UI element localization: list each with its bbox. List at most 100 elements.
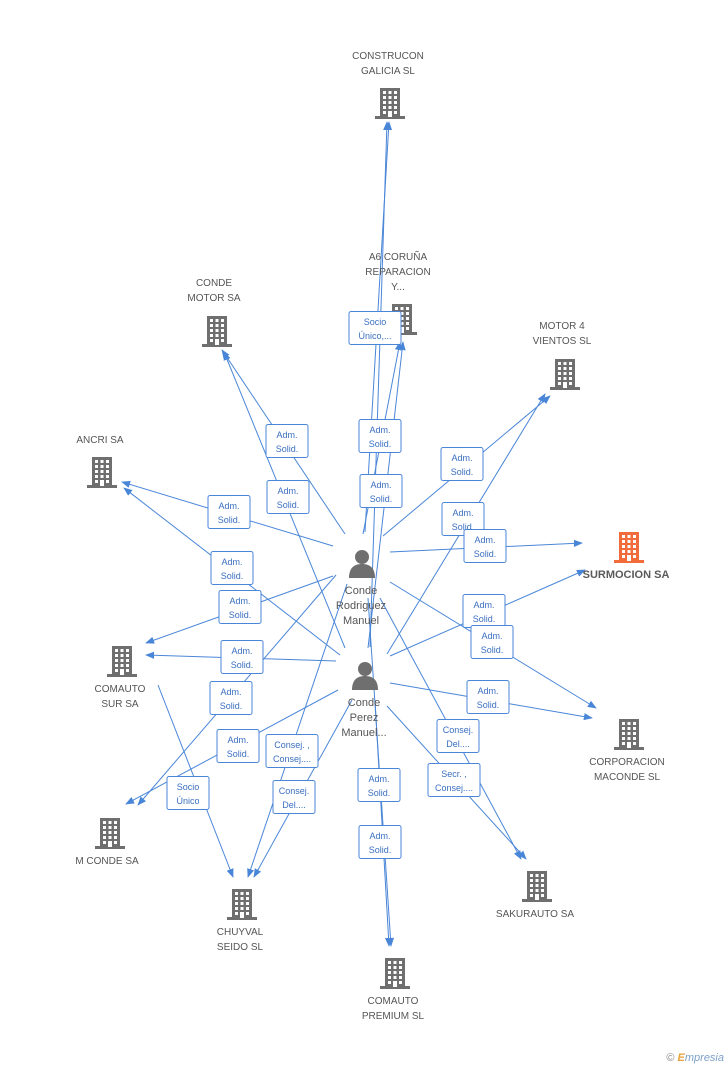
- edge-label-box: [348, 311, 402, 345]
- building-icon-surmocion[interactable]: [614, 532, 644, 563]
- edge-label-text: Solid.: [474, 549, 497, 559]
- brand-logo-first[interactable]: E: [677, 1052, 685, 1064]
- edge-label-text: Solid.: [231, 660, 254, 670]
- node-label-comautosur[interactable]: COMAUTO: [95, 684, 146, 695]
- node-label-perez[interactable]: Conde: [348, 697, 380, 709]
- edge-label-text: Adm.: [231, 646, 252, 656]
- node-label-comautopremium[interactable]: COMAUTO: [368, 996, 419, 1007]
- node-label-a6coruna[interactable]: A6 CORUÑA: [369, 250, 428, 263]
- node-label-mconde[interactable]: M CONDE SA: [75, 856, 139, 867]
- edge-label-text: Consej.: [279, 786, 310, 796]
- edge-label-text: Del....: [446, 739, 470, 749]
- node-label-construcon[interactable]: GALICIA SL: [361, 66, 415, 77]
- node-label-rodriguez[interactable]: Conde: [345, 585, 377, 597]
- edge-label-perez-to-chuyval[interactable]: Consej.Del....: [272, 780, 316, 814]
- edge-label-text: Consej....: [435, 783, 473, 793]
- edge-label-box: [210, 551, 254, 585]
- node-label-a6coruna[interactable]: Y...: [391, 282, 405, 293]
- building-icon-ancri[interactable]: [87, 457, 117, 488]
- edge-label-rodriguez-to-mconde[interactable]: Adm. Solid.: [209, 681, 253, 715]
- node-label-rodriguez[interactable]: Manuel: [343, 615, 379, 627]
- edge-label-perez-to-surmocion[interactable]: Adm.Solid.: [462, 594, 506, 628]
- edge-label-rodriguez-to-corporacion[interactable]: Adm.Solid.: [470, 625, 514, 659]
- node-label-perez[interactable]: Perez: [350, 712, 379, 724]
- edge-label-box: [463, 529, 507, 563]
- node-label-a6coruna[interactable]: REPARACION: [365, 267, 430, 278]
- person-icon-perez[interactable]: [352, 662, 378, 690]
- edge-label-text: Adm.: [218, 501, 239, 511]
- edge-label-box: [441, 502, 485, 536]
- edge-label-rodriguez-to-ancri[interactable]: Adm.Solid.: [207, 495, 251, 529]
- edge-label-perez-to-condemotor[interactable]: Adm.Solid.: [266, 480, 310, 514]
- edge-label-perez-to-corporacion[interactable]: Adm.Solid.: [466, 680, 510, 714]
- node-label-comautopremium[interactable]: PREMIUM SL: [362, 1011, 425, 1022]
- edge-label-box: [358, 419, 402, 453]
- edge-label-text: Solid.: [473, 614, 496, 624]
- building-icon-comautosur[interactable]: [107, 646, 137, 677]
- edge-label-rodriguez-to-construcon[interactable]: Adm.Solid.: [358, 419, 402, 453]
- copyright-symbol: ©: [666, 1052, 675, 1064]
- edge-label-text: Adm.: [370, 480, 391, 490]
- edge-label-box: [265, 734, 319, 768]
- edge-label-rodriguez-to-condemotor[interactable]: Adm. Solid.: [265, 424, 309, 458]
- edge-label-perez-to-sakurauto[interactable]: Secr. , Consej....: [427, 763, 481, 797]
- edge-label-rodriguez-to-sakurauto[interactable]: Consej. Del....: [436, 719, 480, 753]
- building-icon-corporacion[interactable]: [614, 719, 644, 750]
- building-icon-mconde[interactable]: [95, 818, 125, 849]
- edge-label-perez-to-comautosur[interactable]: Adm. Solid.: [220, 640, 264, 674]
- node-label-sakurauto[interactable]: SAKURAUTO SA: [496, 909, 574, 920]
- edge-perez-to-comautopremium: [374, 699, 393, 947]
- edge-label-rodriguez-to-a6coruna[interactable]: SocioÚnico,...: [348, 311, 402, 345]
- edge-label-rodriguez-to-surmocion[interactable]: Adm.Solid.: [463, 529, 507, 563]
- copyright-footer: ©Empresia: [666, 1052, 724, 1064]
- node-label-condemotor[interactable]: CONDE: [196, 278, 232, 289]
- edge-label-perez-to-comautopremium[interactable]: Adm.Solid.: [358, 825, 402, 859]
- edge-label-text: Adm.: [451, 453, 472, 463]
- node-label-construcon[interactable]: CONSTRUCON: [352, 51, 424, 62]
- edge-label-text: Adm.: [220, 687, 241, 697]
- node-label-chuyval[interactable]: SEIDO SL: [217, 942, 264, 953]
- building-icon-motor4[interactable]: [550, 359, 580, 390]
- node-label-rodriguez[interactable]: Rodriguez: [336, 600, 386, 612]
- node-label-corporacion[interactable]: CORPORACION: [589, 757, 665, 768]
- node-label-surmocion[interactable]: SURMOCION SA: [583, 569, 670, 581]
- node-label-corporacion[interactable]: MACONDE SL: [594, 772, 661, 783]
- edge-label-rodriguez-to-comautopremium[interactable]: Adm.Solid.: [357, 768, 401, 802]
- edge-label-box: [272, 780, 316, 814]
- node-label-motor4[interactable]: MOTOR 4: [539, 321, 585, 332]
- edge-label-perez-to-motor4[interactable]: Adm.Solid.: [441, 502, 485, 536]
- building-icon-comautopremium[interactable]: [380, 958, 410, 989]
- building-icon-construcon[interactable]: [375, 88, 405, 119]
- edge-label-text: Consej....: [273, 754, 311, 764]
- edge-label-perez-to-mconde[interactable]: Adm.Solid.: [216, 729, 260, 763]
- node-label-condemotor[interactable]: MOTOR SA: [187, 293, 240, 304]
- building-icon-chuyval[interactable]: [227, 889, 257, 920]
- node-label-perez[interactable]: Manuel...: [341, 727, 386, 739]
- edge-label-text: Adm.: [276, 430, 297, 440]
- edge-label-box: [358, 825, 402, 859]
- edge-label-box: [220, 640, 264, 674]
- edge-label-rodriguez-to-chuyval[interactable]: Consej. ,Consej....: [265, 734, 319, 768]
- node-label-chuyval[interactable]: CHUYVAL: [217, 927, 264, 938]
- brand-logo-rest[interactable]: mpresia: [684, 1052, 724, 1064]
- edge-label-text: Adm.: [227, 735, 248, 745]
- node-label-motor4[interactable]: VIENTOS SL: [533, 336, 592, 347]
- edge-label-text: Solid.: [220, 701, 243, 711]
- node-label-ancri[interactable]: ANCRI SA: [76, 435, 124, 446]
- edge-label-text: Solid.: [276, 444, 299, 454]
- edge-label-text: Secr. ,: [441, 769, 467, 779]
- edge-label-text: Adm.: [452, 508, 473, 518]
- node-label-comautosur[interactable]: SUR SA: [101, 699, 139, 710]
- edge-label-rodriguez-to-comautosur[interactable]: Adm.Solid.: [218, 590, 262, 624]
- edge-label-text: Adm.: [477, 686, 498, 696]
- edge-label-rodriguez-to-motor4[interactable]: Adm.Solid.: [440, 447, 484, 481]
- person-icon-rodriguez[interactable]: [349, 550, 375, 578]
- edge-label-perez-to-ancri[interactable]: Adm.Solid.: [210, 551, 254, 585]
- edge-label-perez-to-construcon[interactable]: Adm.Solid.: [359, 474, 403, 508]
- building-icon-sakurauto[interactable]: [522, 871, 552, 902]
- edge-label-text: Consej.: [443, 725, 474, 735]
- edge-label-box: [218, 590, 262, 624]
- edge-label-text: Único: [176, 796, 199, 806]
- building-icon-condemotor[interactable]: [202, 316, 232, 347]
